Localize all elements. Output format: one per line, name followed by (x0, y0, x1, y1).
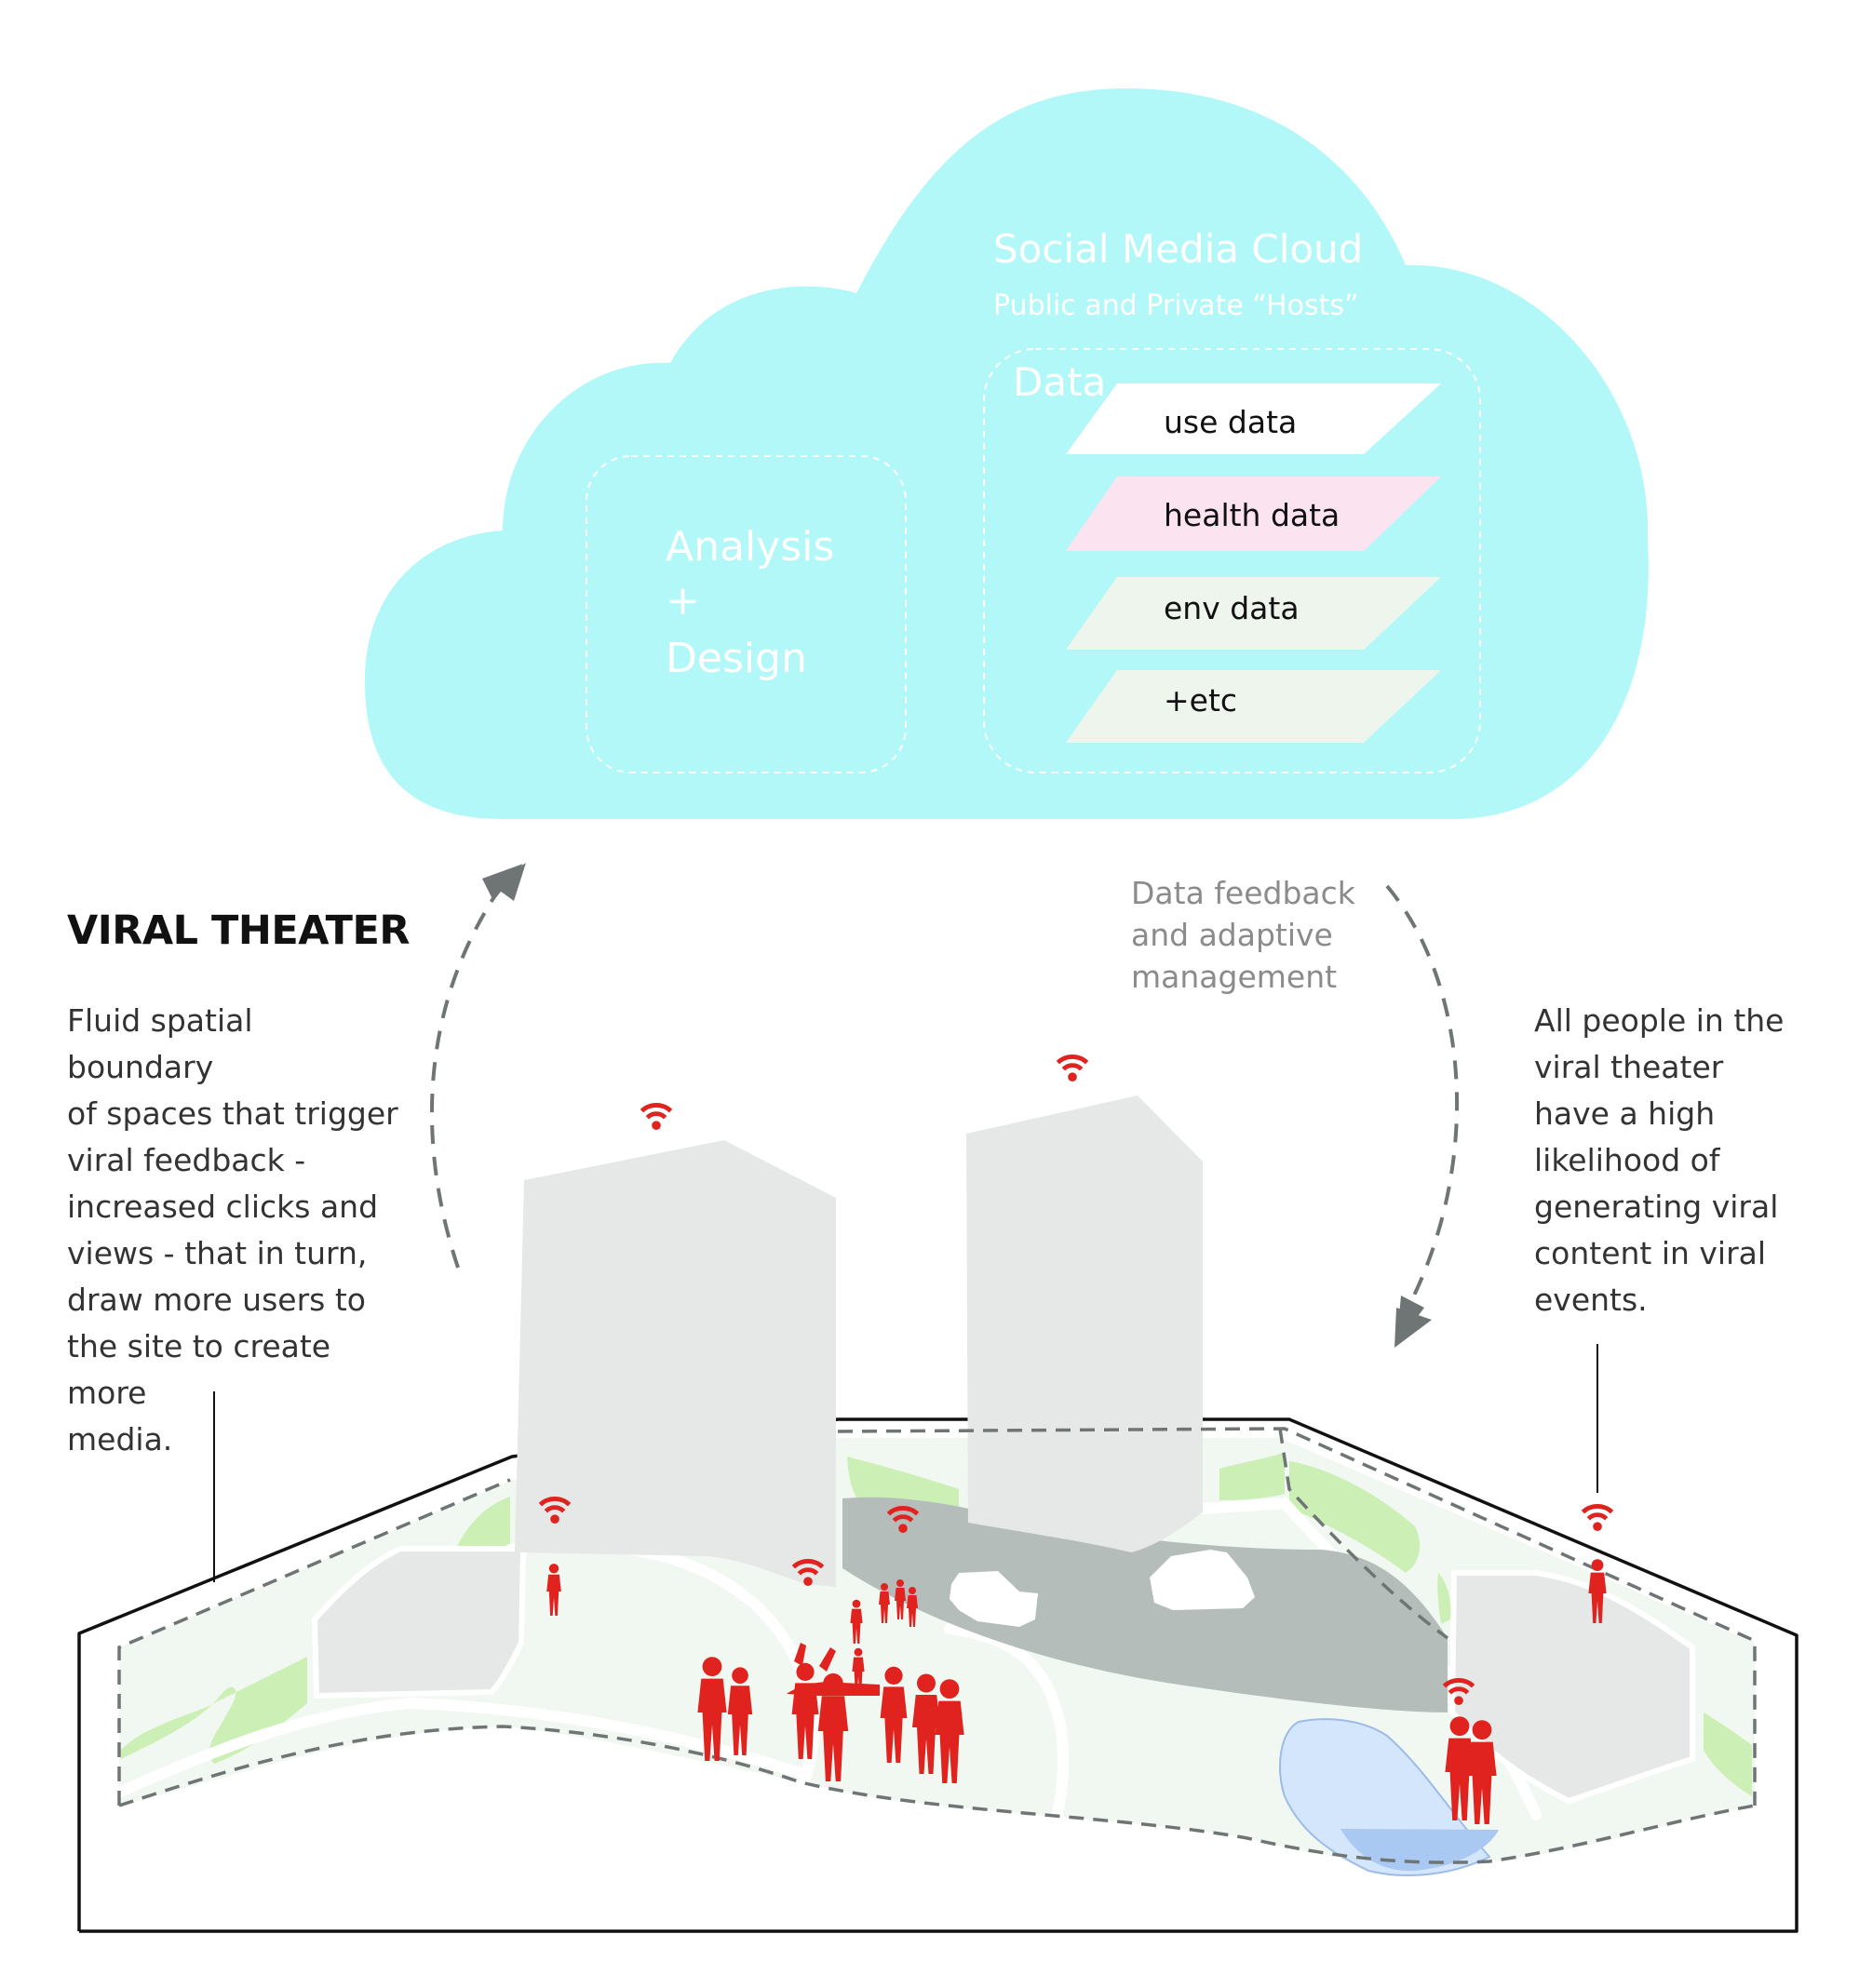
cloud-shape (364, 88, 1649, 819)
wifi-icon (1583, 1506, 1611, 1531)
data-box-label: Data (1013, 359, 1106, 405)
left-description: Fluid spatial boundary of spaces that tr… (67, 1002, 398, 1457)
people-crowd (546, 1559, 1607, 1824)
wifi-icon (641, 1105, 670, 1130)
data-layer-health (1066, 477, 1441, 551)
data-layer-etc (1066, 670, 1441, 743)
person-icon (794, 1643, 836, 1672)
arrow-icon (482, 864, 523, 901)
upload-arrow (429, 863, 526, 1269)
car-icon (1150, 1550, 1255, 1610)
data-box: Data use data health data env data +etc (983, 348, 1481, 773)
building-right (1448, 1570, 1695, 1805)
feedback-arrow (1385, 884, 1460, 1348)
car-icon (950, 1571, 1038, 1627)
design-line: Design (666, 635, 807, 682)
data-layer-use (1066, 383, 1441, 454)
analysis-line: Analysis (666, 523, 834, 571)
building-small-left (311, 1546, 527, 1699)
person-icon (787, 1682, 880, 1696)
arrow-icon (493, 863, 526, 901)
section-heading: VIRAL THEATER (67, 907, 411, 954)
right-description: All people in the viral theater have a h… (1534, 1002, 1785, 1318)
water-pond (1279, 1718, 1499, 1876)
data-layer-label: +etc (1164, 682, 1237, 719)
data-layer-label: use data (1164, 404, 1297, 440)
analysis-design-box: Analysis + Design (586, 455, 907, 773)
fluid-boundary (117, 1427, 1757, 1864)
plus-line: + (666, 577, 700, 625)
tower-right (966, 1095, 1203, 1552)
data-layer-label: env data (1164, 590, 1300, 626)
cloud-title: Social Media Cloud (993, 226, 1363, 272)
data-layer-env (1066, 577, 1441, 650)
feedback-label: Data feedback and adaptive management (1131, 875, 1355, 995)
plaza-road (842, 1497, 1448, 1713)
tower-left (515, 1140, 836, 1587)
social-media-cloud: Social Media Cloud Public and Private “H… (364, 88, 1649, 819)
site-model (77, 1095, 1798, 1933)
cloud-subtitle: Public and Private “Hosts” (993, 289, 1359, 322)
wifi-icon (1057, 1056, 1086, 1081)
data-layer-label: health data (1164, 497, 1340, 533)
arrow-icon (1394, 1308, 1432, 1348)
